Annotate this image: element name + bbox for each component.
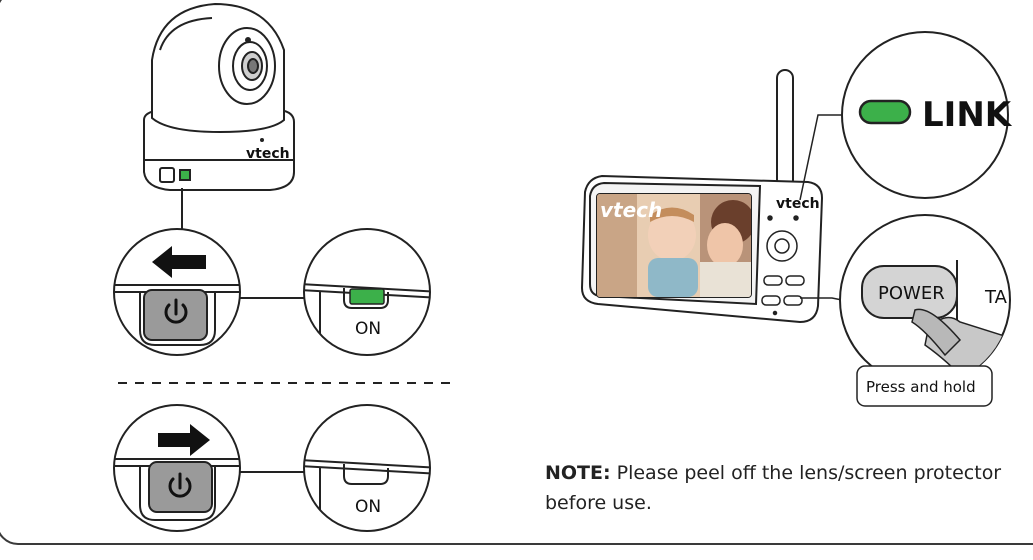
on-label-bottom: ON [355, 497, 381, 517]
press-hold-label: Press and hold [866, 378, 976, 396]
switch-off-detail [110, 229, 245, 355]
note-text: NOTE: Please peel off the lens/screen pr… [545, 458, 1025, 518]
on-label-top: ON [355, 319, 381, 339]
link-label: LINK [922, 95, 1013, 135]
switch-move-detail [110, 405, 245, 531]
link-led-icon [860, 101, 910, 123]
power-label: POWER [878, 283, 945, 304]
monitor-brand: vtech [776, 196, 820, 212]
baby-camera [144, 4, 294, 190]
screen-brand: vtech [600, 198, 662, 222]
camera-brand: vtech [246, 146, 290, 162]
talk-label-partial: TA [984, 287, 1008, 308]
note-body: Please peel off the lens/screen protecto… [545, 462, 1001, 514]
note-prefix: NOTE: [545, 462, 611, 484]
